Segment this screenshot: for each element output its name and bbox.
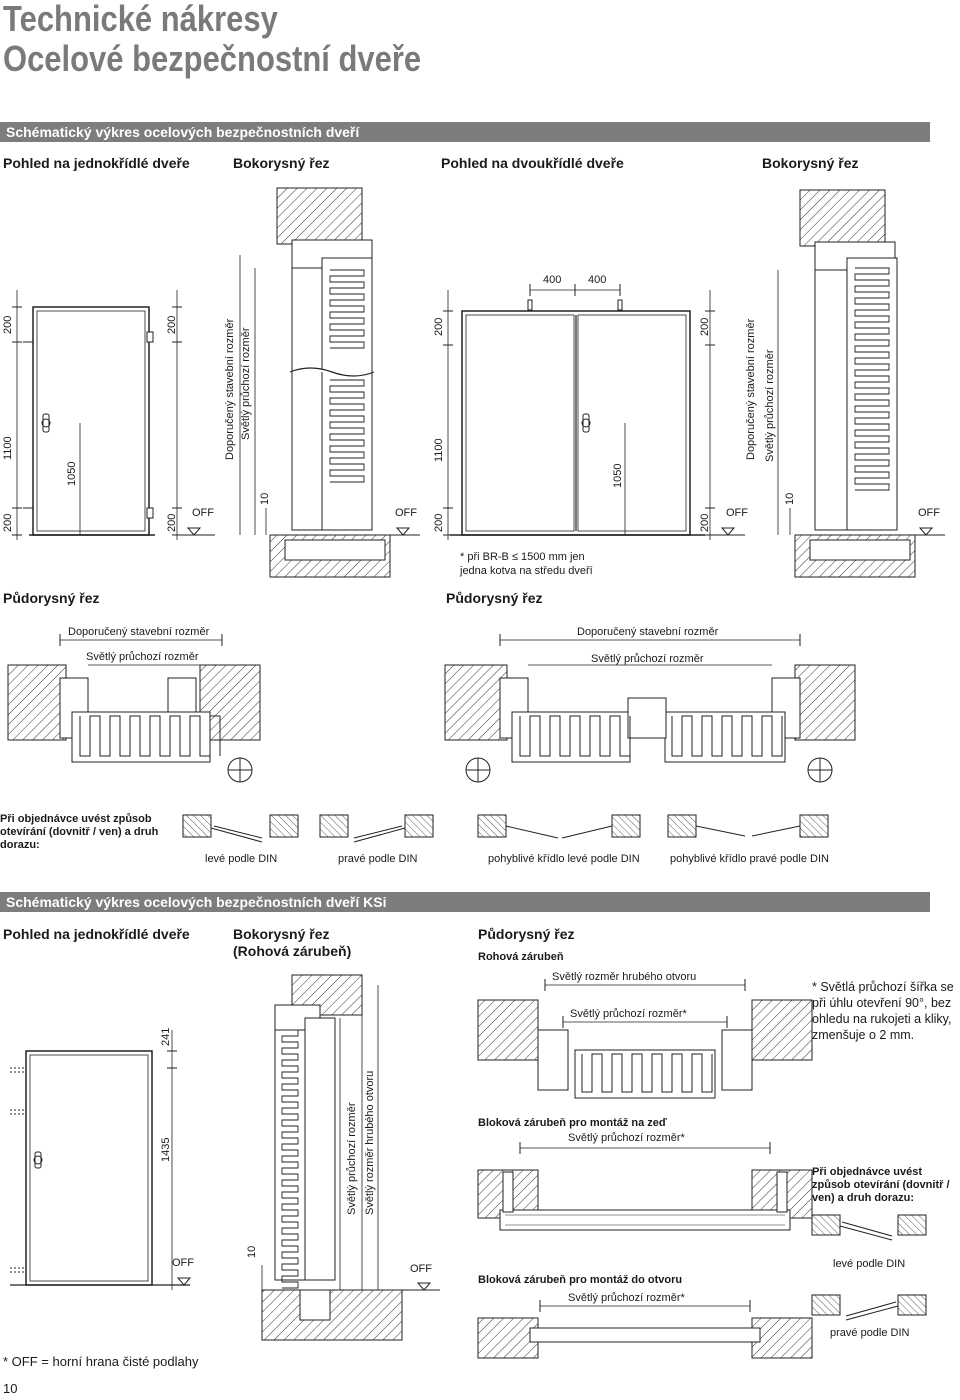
ksi-opening-type-right-din: pravé podle DIN — [830, 1327, 910, 1339]
page-number: 10 — [3, 1381, 18, 1396]
plan-heading-2: Půdorysný řez — [446, 590, 543, 606]
opening-type-moving-left-din: pohyblivé křídlo levé podle DIN — [488, 853, 640, 865]
dim-10-ksi: 10 — [246, 1246, 258, 1258]
anchor-note-line2: jedna kotva na středu dveří — [459, 565, 593, 577]
side-section-1 — [239, 187, 420, 578]
dim-200-dbl-top-right: 200 — [699, 318, 711, 336]
opening-type-moving-right-din: pohyblivé křídlo pravé podle DIN — [670, 853, 829, 865]
plan1-recommended-size: Doporučený stavební rozměr — [68, 626, 210, 638]
ksi-sub-wall-frame: Bloková zárubeň pro montáž na zeď — [478, 1117, 667, 1129]
plan-section-single — [7, 634, 261, 783]
plan-section-double — [444, 634, 856, 783]
order-note-1: Při objednávce uvést způsob otevírání (d… — [0, 813, 159, 851]
ksi-sub-opening-frame: Bloková zárubeň pro montáž do otvoru — [478, 1274, 683, 1286]
heading-side-section-1: Bokorysný řez — [233, 155, 330, 171]
off-label-1: OFF — [192, 507, 214, 519]
ksi-plan-corner-frame — [477, 979, 813, 1099]
opening-type-right-din: pravé podle DIN — [338, 853, 418, 865]
ksi-opening-type-left-din: levé podle DIN — [833, 1258, 905, 1270]
off-label-2: OFF — [395, 507, 417, 519]
plan-section-double-labels: Doporučený stavební rozměr Světlý průcho… — [577, 626, 719, 665]
heading-double-door-view: Pohled na dvoukřídlé dveře — [441, 155, 624, 171]
dim-200-top-right: 200 — [166, 316, 178, 334]
plan2-clear-size: Světlý průchozí rozměr — [591, 653, 704, 665]
side-section-2 — [777, 189, 945, 578]
dim-1435: 1435 — [160, 1138, 172, 1162]
ksi-order-note: Při objednávce uvést způsob otevírání (d… — [812, 1166, 950, 1204]
label-clear-size-2: Světlý průchozí rozměr — [764, 349, 776, 462]
heading-single-door-view: Pohled na jednokřídlé dveře — [3, 155, 190, 171]
plan-heading-1: Půdorysný řez — [3, 590, 100, 606]
dim-10-side2: 10 — [784, 493, 796, 505]
label-recommended-size-2: Doporučený stavební rozměr — [745, 318, 757, 460]
ksi-plan-wall-frame — [477, 1142, 813, 1231]
single-door-front-view — [12, 290, 215, 540]
footnote-off: * OFF = horní hrana čisté podlahy — [3, 1354, 199, 1369]
opening-type-left-din: levé podle DIN — [205, 853, 277, 865]
dim-1100-left: 1100 — [2, 436, 14, 460]
off-label-4: OFF — [918, 507, 940, 519]
ksi-heading-plan: Půdorysný řez — [478, 926, 575, 942]
dim-10-side1: 10 — [259, 493, 271, 505]
dim-200-dbl-bottom-left: 200 — [433, 514, 445, 532]
dim-200-dbl-bottom-right: 200 — [699, 514, 711, 532]
page-title-line2: Ocelové bezpečnostní dveře — [3, 38, 422, 79]
ksi-opening-type-diagrams — [811, 1214, 927, 1321]
ksi-heading-single-door: Pohled na jednokřídlé dveře — [3, 926, 190, 942]
page-title-line1: Technické nákresy — [3, 0, 278, 39]
ksi-opening-type-labels: levé podle DIN pravé podle DIN — [830, 1258, 910, 1339]
heading-side-section-2: Bokorysný řez — [762, 155, 859, 171]
plan1-clear-size: Světlý průchozí rozměr — [86, 651, 199, 663]
dim-200-top-left: 200 — [2, 316, 14, 334]
label-recommended-size-1: Doporučený stavební rozměr — [224, 318, 236, 460]
anchor-note-line1: * při BR-B ≤ 1500 mm jen — [460, 551, 585, 563]
side-section-2-labels: Doporučený stavební rozměr Světlý průcho… — [745, 318, 940, 519]
dim-200-bottom-right: 200 — [166, 514, 178, 532]
ksi-label-rough-size: Světlý rozměr hrubého otvoru — [364, 1071, 376, 1215]
ksi-plan-rough-size: Světlý rozměr hrubého otvoru — [552, 971, 696, 983]
double-door-dimension-labels: 400 400 200 1100 200 1050 200 200 OFF * … — [433, 274, 748, 577]
single-door-dimension-labels: 200 1100 200 1050 200 200 OFF — [2, 316, 214, 532]
opening-type-diagrams — [182, 814, 829, 843]
ksi-single-door-labels: 241 1435 OFF — [160, 1028, 194, 1269]
plan-section-single-labels: Doporučený stavební rozměr Světlý průcho… — [68, 626, 210, 663]
ksi-plan-labels: Světlý rozměr hrubého otvoru Světlý průc… — [552, 971, 696, 1304]
ksi-single-door-front-view — [10, 1030, 192, 1290]
label-clear-size-1: Světlý průchozí rozměr — [240, 327, 252, 440]
dim-1050-dbl: 1050 — [612, 464, 624, 488]
dim-1050: 1050 — [66, 462, 78, 486]
dim-1100-dbl: 1100 — [433, 438, 445, 462]
side-section-1-labels: Doporučený stavební rozměr Světlý průcho… — [224, 318, 417, 519]
ksi-plan-opening-frame — [477, 1300, 813, 1359]
double-door-front-view — [443, 284, 745, 540]
ksi-heading-side-1: Bokorysný řez — [233, 926, 330, 942]
ksi-heading-side-2: (Rohová zárubeň) — [233, 943, 352, 959]
dim-400-left: 400 — [543, 274, 561, 286]
off-label-3: OFF — [726, 507, 748, 519]
dim-241: 241 — [160, 1028, 172, 1046]
ksi-side-section — [261, 974, 440, 1341]
section1-bar: Schématický výkres ocelových bezpečnostn… — [0, 122, 930, 142]
opening-type-labels: levé podle DIN pravé podle DIN pohyblivé… — [205, 853, 829, 865]
ksi-plan-clear-size-star-3: Světlý průchozí rozměr* — [568, 1292, 685, 1304]
ksi-side-section-labels: 10 Světlý průchozí rozměr Světlý rozměr … — [246, 1071, 432, 1275]
off-label-6: OFF — [410, 1263, 432, 1275]
ksi-plan-clear-size-star-2: Světlý průchozí rozměr* — [568, 1132, 685, 1144]
section2-bar: Schématický výkres ocelových bezpečnostn… — [0, 892, 930, 912]
dim-400-right: 400 — [588, 274, 606, 286]
plan2-recommended-size: Doporučený stavební rozměr — [577, 626, 719, 638]
ksi-sub-corner-frame: Rohová zárubeň — [478, 951, 564, 963]
off-label-5: OFF — [172, 1257, 194, 1269]
ksi-width-note: * Světlá průchozí šířka se při úhlu otev… — [812, 980, 954, 1042]
dim-200-bottom-left: 200 — [2, 514, 14, 532]
ksi-label-clear-size: Světlý průchozí rozměr — [346, 1102, 358, 1215]
dim-200-dbl-top-left: 200 — [433, 318, 445, 336]
ksi-plan-clear-size-star-1: Světlý průchozí rozměr* — [570, 1008, 687, 1020]
